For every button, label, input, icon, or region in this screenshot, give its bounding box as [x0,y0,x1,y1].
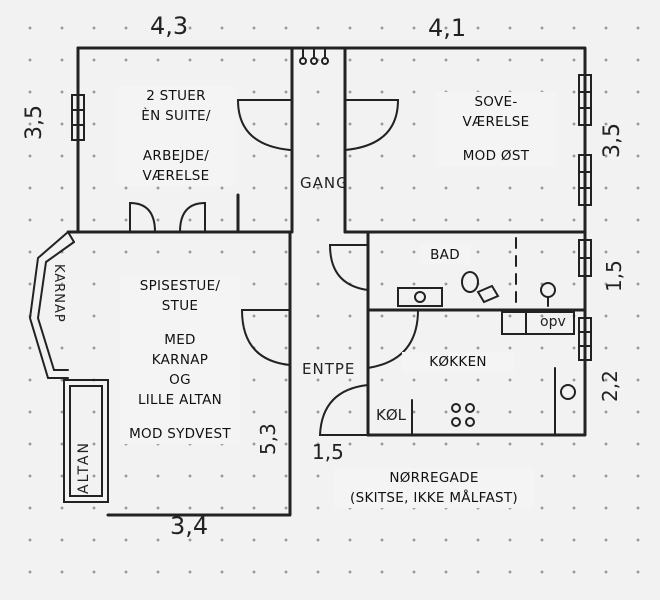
gang-label: GANG [300,174,349,192]
living-line-3: MED [164,332,196,348]
dim-entrance: 1,5 [312,440,344,464]
bedroom-line-3: MOD ØST [462,148,530,164]
window-kitchen [578,317,592,361]
suite-line-2: ÈN SUITE/ [141,108,211,124]
dim-living-right: 5,3 [256,423,280,455]
dim-right-bath: 1,5 [602,260,626,292]
living-line-4: KARNAP [151,352,209,368]
kitchen-label-text: KØKKEN [429,354,487,370]
entre-label: ENTPE [302,360,356,378]
room-bedroom-label: SOVE- VÆRELSE MOD ØST [436,92,556,166]
dim-top-right: 4,1 [428,14,467,42]
doors [129,99,420,436]
bedroom-line-1: SOVE- [474,94,518,110]
dim-left-upper: 3,5 [22,105,47,140]
dim-right-upper: 3,5 [600,123,625,158]
living-line-5: OG [169,372,191,388]
dim-bottom: 3,4 [170,512,209,540]
street-name: NØRREGADE [389,470,479,486]
room-kitchen-label: KØKKEN [402,352,514,372]
bedroom-line-2: VÆRELSE [462,114,530,130]
karnap-label: KARNAP [51,264,66,323]
kol-label: KØL [376,406,406,424]
living-line-1: SPISESTUE/ [139,278,221,294]
karnap-bay [28,231,75,379]
kitchen-fixtures [411,311,576,436]
interior-walls [236,46,587,437]
windows [71,74,592,361]
dim-top-left: 4,3 [150,12,189,40]
suite-line-1: 2 STUER [146,88,206,104]
dim-right-kitchen: 2,2 [598,370,622,402]
suite-line-3: ARBEJDE/ [142,148,210,164]
living-line-2: STUE [161,298,199,314]
street-note: (SKITSE, IKKE MÅLFAST) [350,490,518,506]
window-bedroom-2 [578,154,592,206]
bath-fixtures [397,237,556,307]
door-bells [299,47,329,65]
opv-label: opv [540,314,566,330]
window-bedroom-1 [578,74,592,126]
street-caption: NØRREGADE (SKITSE, IKKE MÅLFAST) [334,468,534,508]
living-line-6: LILLE ALTAN [137,392,223,408]
altan-label: ALTAN [76,441,92,494]
room-bath-label: BAD [420,245,470,265]
altan-balcony [63,379,109,503]
living-line-7: MOD SYDVEST [129,426,231,442]
suite-line-4: VÆRELSE [142,168,210,184]
room-living-label: SPISESTUE/ STUE MED KARNAP OG LILLE ALTA… [120,276,240,444]
window-bath [578,239,592,277]
window-suite [71,94,85,141]
room-suite-label: 2 STUER ÈN SUITE/ ARBEJDE/ VÆRELSE [116,86,236,186]
